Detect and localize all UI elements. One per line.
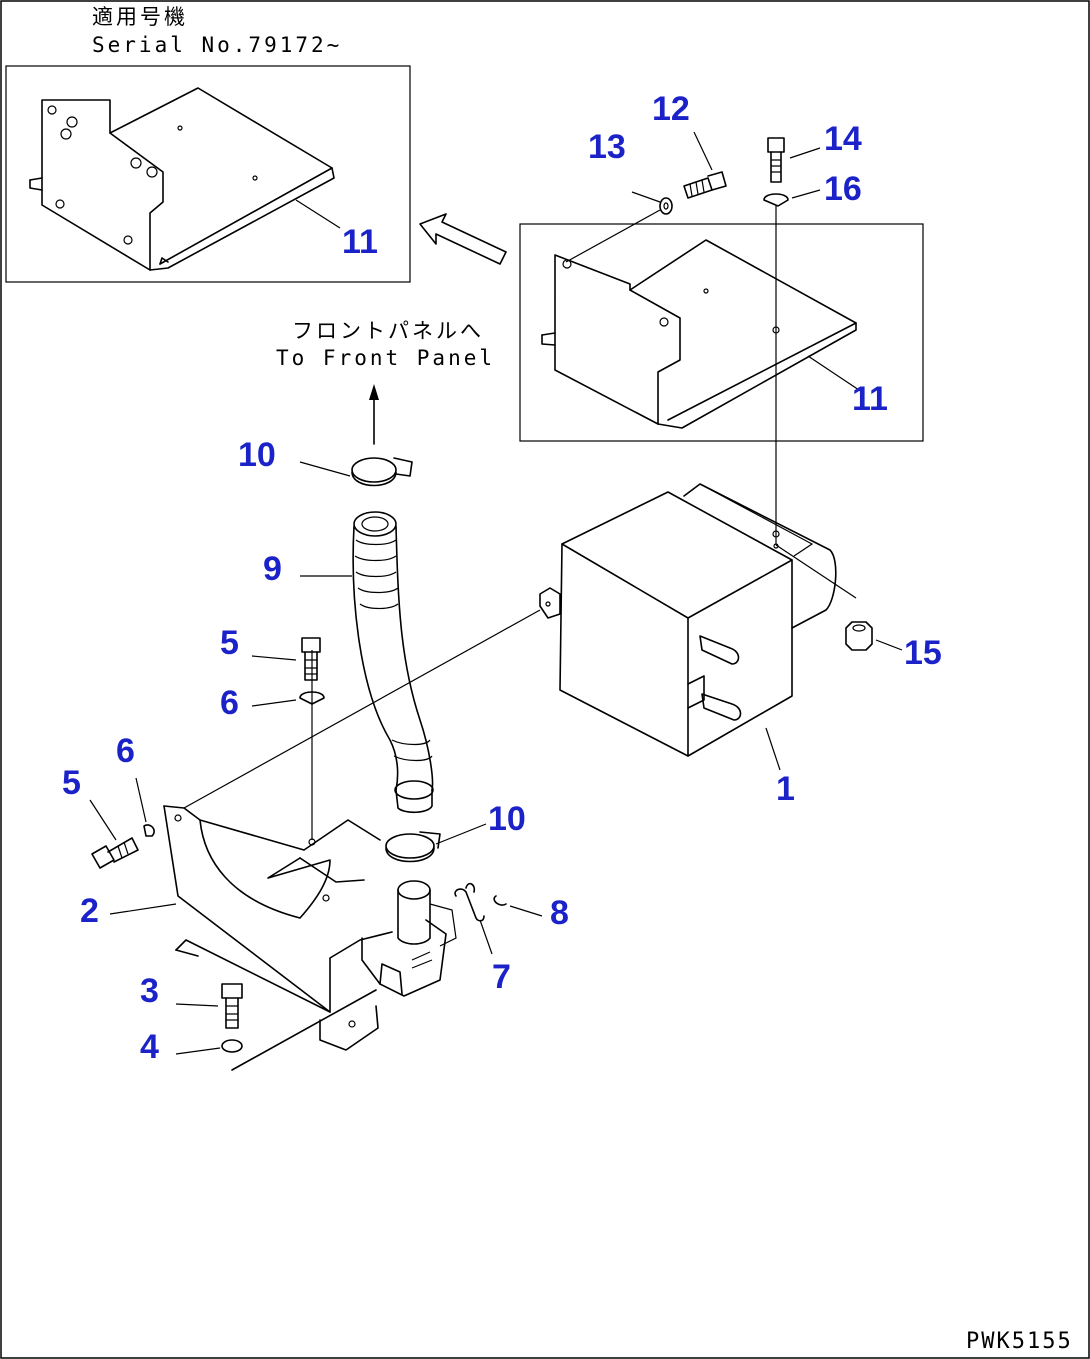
drawing-code: PWK5155 — [966, 1329, 1073, 1354]
callout-10-upper: 10 — [238, 436, 276, 474]
destination-label-jp: フロントパネルへ — [292, 319, 484, 343]
callout-2: 2 — [80, 892, 99, 930]
arrowhead-icon — [369, 384, 379, 400]
hose-clamp-upper — [299, 457, 413, 487]
callout-16: 16 — [824, 170, 862, 208]
bracket-assembly-box — [519, 223, 924, 442]
bolt-washer-left — [89, 777, 155, 869]
callout-1: 1 — [776, 770, 795, 808]
callout-11-inset: 11 — [342, 223, 378, 261]
destination-label-en: To Front Panel — [276, 346, 495, 370]
callout-7: 7 — [492, 958, 511, 996]
water-hose — [300, 511, 434, 814]
callout-11: 11 — [852, 380, 888, 418]
callout-6-upper: 6 — [220, 684, 239, 722]
callout-9: 9 — [263, 550, 282, 588]
callout-15: 15 — [904, 634, 942, 672]
hardware-top — [565, 131, 821, 545]
bolt-washer-bottom — [175, 983, 243, 1055]
callout-8: 8 — [550, 894, 569, 932]
applicable-serial-label-jp: 適用号機 — [92, 5, 188, 29]
tank-bracket — [109, 805, 393, 1071]
detail-arrow-icon — [419, 213, 507, 265]
serial-number-label: Serial No.79172~ — [92, 33, 342, 57]
callout-12: 12 — [652, 90, 690, 128]
callout-14: 14 — [824, 120, 862, 158]
callout-5-left: 5 — [62, 764, 81, 802]
bolt-washer-upper — [251, 637, 325, 707]
callout-4: 4 — [140, 1028, 159, 1066]
hose-clamp-lower — [385, 823, 487, 863]
water-tank — [539, 483, 837, 771]
callout-10-lower: 10 — [488, 800, 526, 838]
callout-13: 13 — [588, 128, 626, 166]
callout-5-upper: 5 — [220, 624, 239, 662]
callout-3: 3 — [140, 972, 159, 1010]
washer-pump — [361, 880, 543, 997]
inset-bracket-detail — [5, 65, 411, 283]
assembly-line — [183, 609, 541, 809]
callout-6-left: 6 — [116, 732, 135, 770]
nut — [775, 544, 903, 651]
